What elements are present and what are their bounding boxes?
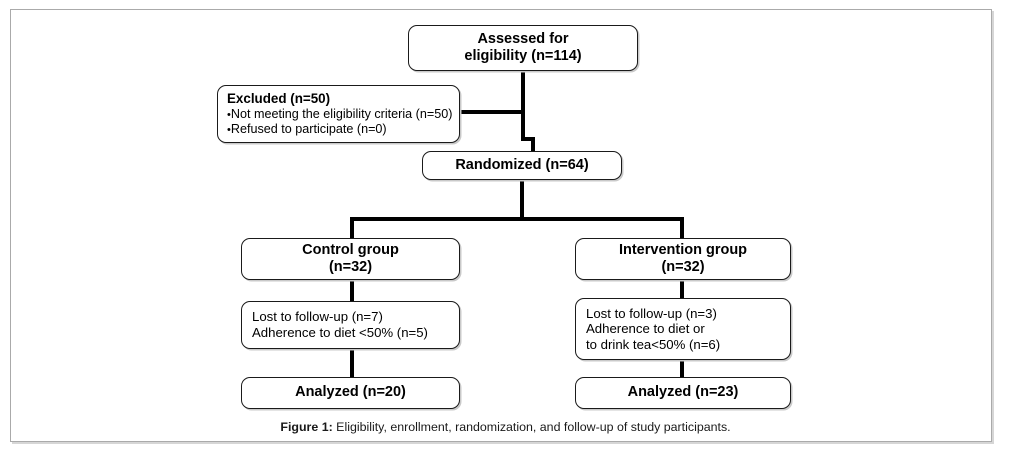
node-control-group-line2: (n=32) [328, 259, 373, 275]
node-assessed-line1: Assessed for [477, 30, 569, 47]
node-intervention-followup-line3: to drink tea<50% (n=6) [586, 336, 721, 352]
figure-caption-text: Eligibility, enrollment, randomization, … [332, 420, 731, 434]
connector-jog-horizontal [521, 137, 535, 141]
node-randomized-line1: Randomized (n=64) [455, 156, 589, 173]
connector-assessed-down [521, 71, 525, 141]
connector-to-control [350, 217, 354, 238]
node-randomized: Randomized (n=64) [422, 151, 622, 180]
bullet-icon: • [227, 109, 231, 122]
connector-jog-down [531, 137, 535, 151]
node-control-followup-line1: Lost to follow-up (n=7) [252, 309, 383, 325]
connector-control-to-followup [350, 280, 354, 301]
connector-intervention-to-followup [680, 280, 684, 298]
node-excluded: Excluded (n=50) •Not meeting the eligibi… [217, 85, 460, 143]
connector-to-intervention [680, 217, 684, 238]
connector-intervention-to-analyzed [680, 360, 684, 377]
node-control-group: Control group (n=32) [241, 238, 460, 280]
node-intervention-followup-line1: Lost to follow-up (n=3) [586, 305, 717, 321]
node-intervention-followup-line2: Adherence to diet or [586, 321, 705, 337]
node-excluded-header: Excluded (n=50) [227, 90, 331, 106]
connector-split-bar [350, 217, 684, 221]
node-control-analyzed: Analyzed (n=20) [241, 377, 460, 409]
node-intervention-group-line1: Intervention group [618, 241, 748, 258]
node-intervention-analyzed-line1: Analyzed (n=23) [627, 384, 739, 401]
connector-control-to-analyzed [350, 349, 354, 377]
figure-caption: Figure 1: Eligibility, enrollment, rando… [0, 420, 1011, 434]
node-control-analyzed-line1: Analyzed (n=20) [295, 384, 406, 401]
connector-to-excluded [460, 110, 524, 114]
node-assessed-for-eligibility: Assessed for eligibility (n=114) [408, 25, 638, 71]
node-control-group-line1: Control group [302, 241, 399, 258]
node-excluded-reason-2: •Refused to participate (n=0) [227, 122, 387, 137]
node-excluded-reason-1: •Not meeting the eligibility criteria (n… [227, 107, 452, 122]
node-intervention-group-line2: (n=32) [661, 259, 705, 275]
bullet-icon: • [227, 124, 231, 137]
node-control-followup: Lost to follow-up (n=7) Adherence to die… [241, 301, 460, 349]
node-intervention-group: Intervention group (n=32) [575, 238, 791, 280]
node-intervention-analyzed: Analyzed (n=23) [575, 377, 791, 409]
connector-randomized-down [520, 180, 524, 220]
node-assessed-line2: eligibility (n=114) [464, 48, 582, 64]
node-intervention-followup: Lost to follow-up (n=3) Adherence to die… [575, 298, 791, 360]
node-excluded-reason-1-label: Not meeting the eligibility criteria (n=… [230, 107, 453, 122]
figure-caption-label: Figure 1: [280, 420, 333, 434]
node-excluded-reason-2-label: Refused to participate (n=0) [230, 122, 387, 137]
node-control-followup-line2: Adherence to diet <50% (n=5) [252, 325, 428, 340]
page-frame [10, 9, 992, 442]
